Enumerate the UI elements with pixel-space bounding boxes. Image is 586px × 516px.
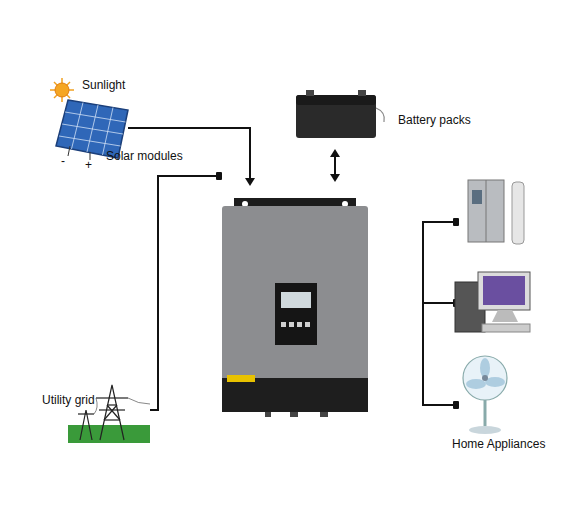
caption: Battery packs [398, 113, 471, 127]
caption: Utility grid [42, 393, 95, 407]
caption: Solar modules [106, 149, 183, 163]
fan [463, 356, 507, 434]
double-arrow [330, 149, 340, 182]
refrigerator [468, 180, 524, 244]
inverter [222, 198, 368, 417]
sun-icon [50, 78, 74, 102]
polarity-mark: - [61, 154, 65, 168]
computer [455, 272, 530, 332]
battery [296, 90, 384, 138]
caption: Home Appliances [452, 437, 545, 451]
caption: Sunlight [82, 78, 125, 92]
polarity-mark: + [85, 158, 92, 172]
